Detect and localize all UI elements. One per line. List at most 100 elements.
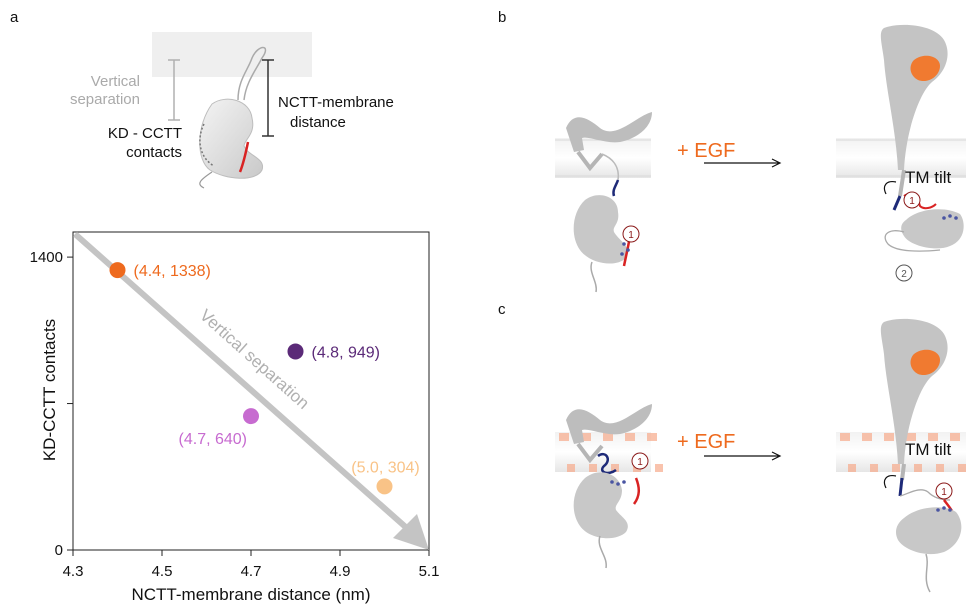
egf-ligand-b	[910, 55, 940, 82]
membrane-stripe	[936, 464, 944, 472]
membrane-stripe	[603, 433, 613, 441]
phospho-dot	[942, 216, 946, 220]
kd-tail-schematic	[199, 171, 213, 189]
vertical-separation-bracket	[168, 59, 180, 121]
nctt-membrane-label-1: NCTT-membrane	[278, 94, 394, 111]
extracellular-domain-c	[566, 404, 652, 444]
x-tick-label: 4.9	[330, 563, 351, 580]
membrane-stripe	[928, 433, 938, 441]
membrane-stripe	[906, 433, 916, 441]
membrane-stripe	[950, 433, 960, 441]
jm-navy-b	[612, 179, 620, 197]
phospho-dot	[622, 480, 626, 484]
panel-c-before: 1	[555, 404, 663, 569]
membrane-box	[152, 32, 312, 77]
data-point	[243, 408, 259, 425]
tm-tilt-leader-c	[883, 475, 897, 489]
membrane-stripe	[559, 433, 569, 441]
data-point	[376, 478, 393, 495]
kd-ccct-label-2: contacts	[126, 144, 182, 161]
data-point-label: (4.4, 1338)	[134, 263, 211, 280]
data-points: (4.4, 1338) (4.8, 949) (4.7, 640) (5.0, 304…	[109, 262, 420, 495]
egf-label-b: + EGF	[677, 140, 735, 162]
site-1-label-b-active: 1	[909, 196, 915, 207]
membrane-b-left	[555, 138, 651, 178]
phospho-dot	[616, 482, 620, 486]
panel-b-after: TM tilt 1 2	[836, 24, 966, 282]
site-1-label-c: 1	[637, 457, 643, 468]
kinase-domain-b-active	[901, 209, 964, 249]
membrane-stripes-c-right	[840, 433, 966, 472]
data-point	[287, 343, 304, 360]
membrane-stripe	[914, 464, 922, 472]
ccct-red-c	[632, 477, 640, 505]
kinase-domain-c-active	[896, 507, 962, 555]
tm-segment	[576, 442, 604, 464]
site-2-label-b: 2	[901, 269, 907, 280]
phospho-dot	[622, 242, 626, 246]
c-tail	[598, 535, 607, 569]
egf-arrow-b	[704, 158, 782, 168]
extracellular-domain-b	[566, 112, 652, 152]
panel-c-after: TM tilt 1	[836, 318, 966, 593]
phospho-dot	[948, 214, 952, 218]
tm-tilted	[898, 169, 906, 197]
x-axis-title: NCTT-membrane distance (nm)	[131, 585, 370, 604]
site-1-label-c-active: 1	[941, 487, 947, 498]
data-point-label: (4.8, 949)	[312, 344, 380, 361]
y-tick-label: 1400	[30, 249, 63, 266]
jm-navy-c-active	[898, 477, 904, 497]
phospho-dot	[936, 508, 940, 512]
separation-arrow-shaft	[73, 231, 411, 533]
nctt-distance-bracket	[262, 59, 274, 137]
vertical-separation-label-2: separation	[70, 91, 140, 108]
x-tick-label: 5.1	[419, 563, 440, 580]
tm-tilt-label-b: TM tilt	[905, 168, 952, 187]
membrane-stripe	[958, 464, 966, 472]
linker	[601, 153, 620, 181]
kinase-domain-c	[573, 472, 628, 539]
phospho-dot	[942, 506, 946, 510]
site-1-marker-c-active	[935, 482, 953, 500]
x-tick-label: 4.3	[63, 563, 84, 580]
membrane-stripe	[567, 464, 575, 472]
data-point	[109, 262, 126, 279]
ccct-red-segment	[238, 141, 250, 173]
tm-segment-b	[576, 150, 604, 172]
data-point-label: (4.7, 640)	[179, 431, 247, 448]
separation-arrow-head	[393, 514, 429, 550]
jm-navy-c	[597, 452, 617, 475]
c-tail	[925, 553, 931, 593]
panel-letter-a: a	[10, 9, 19, 26]
tm-tilt-label-c: TM tilt	[905, 440, 952, 459]
schematic-a: Vertical separation NCTT-membrane distan…	[70, 32, 394, 189]
site-1-label-b: 1	[628, 230, 634, 241]
membrane-stripe	[848, 464, 856, 472]
membrane-stripe	[611, 464, 619, 472]
separation-arrow: Vertical separation	[73, 231, 429, 550]
tm-segment	[900, 463, 906, 481]
membrane-stripe	[647, 433, 657, 441]
phospho-dot	[954, 216, 958, 220]
panel-letter-b: b	[498, 9, 506, 26]
phospho-dot	[610, 480, 614, 484]
membrane-stripe	[655, 464, 663, 472]
vertical-separation-label-1: Vertical	[91, 73, 140, 90]
membrane-stripe	[884, 433, 894, 441]
y-axis-title: KD-CCTT contacts	[40, 319, 59, 461]
egf-label-c: + EGF	[677, 431, 735, 453]
membrane-stripe	[589, 464, 597, 472]
egf-arrow-c	[704, 451, 782, 461]
data-point-label: (5.0, 304)	[351, 459, 419, 476]
nctt-membrane-label-2: distance	[290, 114, 346, 131]
c-tail	[884, 230, 941, 252]
linker-tail	[237, 46, 267, 101]
kd-ccct-label-1: KD - CCTT	[108, 125, 182, 142]
panel-letter-c: c	[498, 301, 506, 318]
phospho-dot	[626, 248, 630, 252]
site-1-marker-b-active	[903, 191, 921, 209]
membrane-stripe	[870, 464, 878, 472]
